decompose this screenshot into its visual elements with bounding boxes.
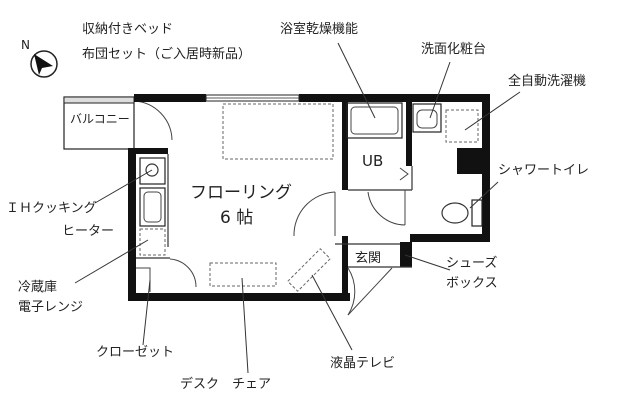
- shower-toilet-label: シャワートイレ: [498, 163, 590, 178]
- interior-walls: [136, 154, 413, 268]
- bed-label-2: 布団セット（ご入居時新品）: [82, 47, 252, 62]
- bathtub: [346, 102, 403, 139]
- fridge-label-2: 電子レンジ: [18, 300, 84, 315]
- ih-label-2: ヒーター: [62, 224, 115, 239]
- desk: [209, 262, 277, 287]
- main-room-size: 6 帖: [220, 208, 254, 228]
- kitchen: [139, 157, 166, 256]
- vanity-label: 洗面化粧台: [421, 42, 487, 57]
- window: [205, 94, 300, 102]
- balcony-label: バルコニー: [70, 112, 130, 126]
- shoe-box-label-2: ボックス: [446, 276, 498, 291]
- bath-label: UB: [362, 152, 384, 170]
- washer-label: 全自動洗濯機: [508, 74, 587, 89]
- entrance-label: 玄関: [355, 251, 382, 266]
- exterior-walls: [128, 94, 490, 301]
- bed-label-1: 収納付きベッド: [82, 22, 174, 37]
- vanity-sink: [412, 103, 442, 133]
- bath-dryer-label: 浴室乾燥機能: [280, 22, 359, 37]
- desk-chair-label: デスク チェア: [180, 377, 272, 392]
- bed: [222, 103, 334, 160]
- compass-icon: [30, 50, 58, 78]
- fridge-label-1: 冷蔵庫: [18, 280, 58, 295]
- main-room-label: フローリング: [190, 183, 292, 203]
- toilet: [441, 199, 483, 227]
- tv: [287, 248, 331, 292]
- ih-label-1: ＩＨクッキング: [6, 201, 97, 216]
- washer: [445, 109, 479, 143]
- leader-lines: [74, 42, 521, 374]
- tv-label: 液晶テレビ: [330, 356, 396, 371]
- shoe-box-label-1: シューズ: [446, 256, 498, 271]
- closet-label: クローゼット: [96, 345, 175, 360]
- compass-north: N: [21, 38, 30, 52]
